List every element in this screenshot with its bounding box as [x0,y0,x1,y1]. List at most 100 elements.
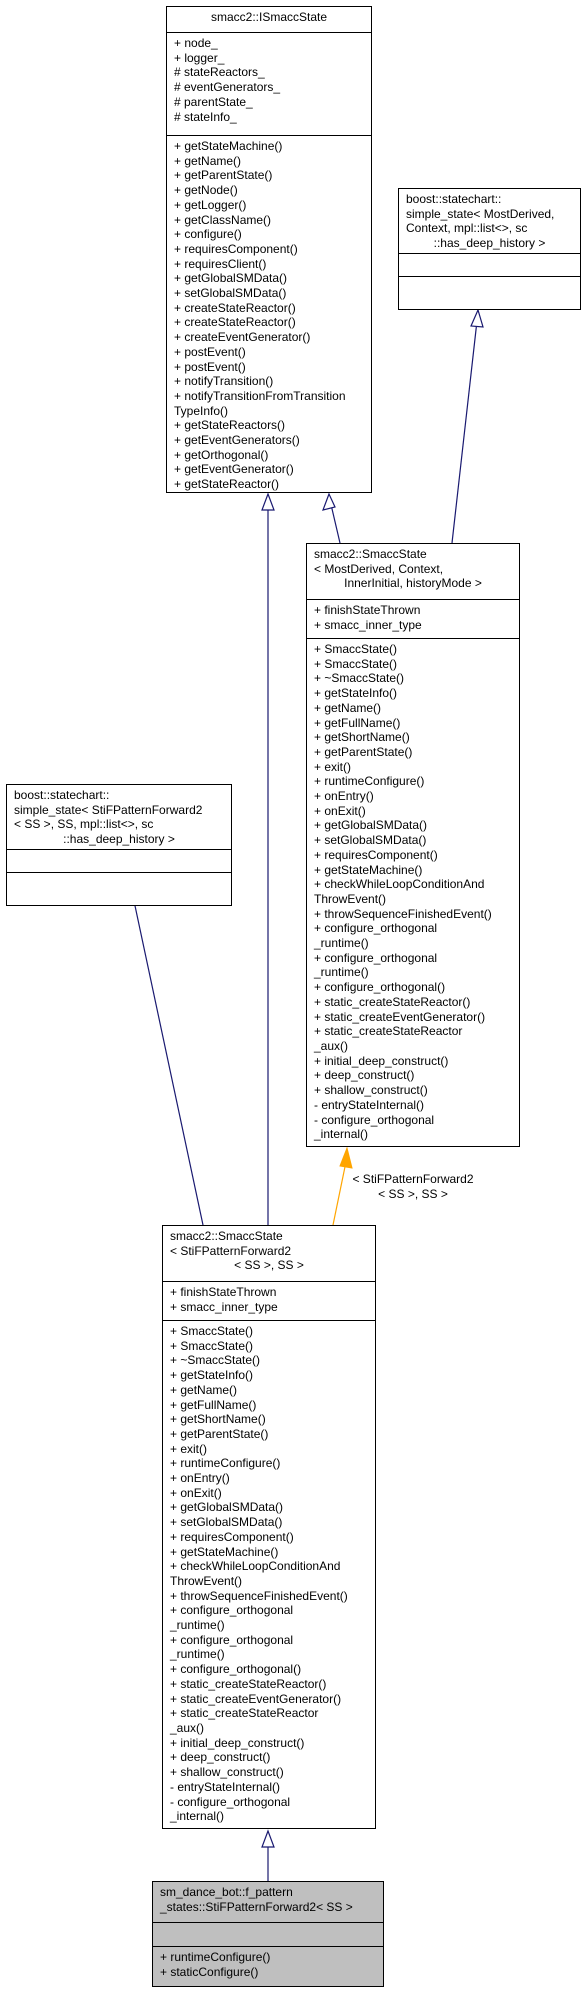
method-item: + postEvent() [174,359,246,374]
method-item: TypeInfo() [174,403,229,418]
method-item: + configure_orthogonal [170,1632,294,1647]
method-item: + getEventGenerator() [174,462,294,477]
template-instance-edge [332,1156,348,1226]
method-section [7,872,231,905]
method-item: + requiresComponent() [314,847,438,862]
inheritance-arrowhead [261,492,275,511]
method-item: + configure_orthogonal() [170,1662,302,1677]
method-item: + configure_orthogonal [314,921,438,936]
class-box-simple-state-generic[interactable]: boost::statechart:: simple_state< MostDe… [398,188,581,310]
method-item: + throwSequenceFinishedEvent() [170,1588,348,1603]
method-section: + SmaccState() + SmaccState() + ~SmaccSt… [307,638,519,1146]
class-title-line: boost::statechart:: [14,788,110,802]
method-item: + static_createStateReactor [314,1024,463,1039]
method-item: + SmaccState() [170,1324,254,1338]
method-item: + getStateMachine() [170,1544,279,1559]
method-item: + setGlobalSMData() [174,286,287,301]
method-item: + onExit() [170,1485,222,1500]
edge-simplestate-stif-to-smaccstate-stif [130,886,204,1226]
attribute-section [153,1922,383,1946]
method-item: + setGlobalSMData() [314,833,427,848]
attribute-section [7,849,231,872]
edge-simplestate-to-smaccstate-generic [451,311,479,544]
method-item: + getStateInfo() [170,1368,254,1383]
attribute-item: + finishStateThrown [170,1285,277,1299]
class-title-line: simple_state< StiFPatternForward2 [14,802,203,817]
class-title-line: sm_dance_bot::f_pattern [160,1885,293,1899]
method-item: + staticConfigure() [160,1964,259,1979]
method-section: + SmaccState() + SmaccState() + ~SmaccSt… [163,1320,375,1828]
method-item: + SmaccState() [170,1338,254,1353]
method-item: + getGlobalSMData() [170,1500,284,1515]
class-box-smaccstate-stif[interactable]: smacc2::SmaccState < StiFPatternForward2… [162,1225,376,1829]
attribute-item: + logger_ [174,50,225,65]
method-item: + getEventGenerators() [174,433,300,448]
attribute-item: + smacc_inner_type [170,1299,278,1314]
method-item: + getShortName() [314,730,410,745]
method-item: + getShortName() [170,1412,266,1427]
method-item: + exit() [314,759,352,774]
method-item: + getFullName() [314,715,401,730]
class-title-line: < StiFPatternForward2 [170,1243,292,1258]
method-item: _internal() [170,1809,225,1824]
method-item: + SmaccState() [314,642,398,656]
attribute-item: + node_ [174,36,218,50]
class-title: boost::statechart:: simple_state< MostDe… [399,189,580,253]
class-title-line: < SS >, SS > [234,1258,304,1273]
class-box-ismaccstate[interactable]: smacc2::ISmaccState + node_ + logger_ # … [166,6,372,493]
method-item: _runtime() [314,936,369,951]
method-item: + getParentState() [174,168,273,183]
method-item: + onEntry() [170,1471,230,1486]
class-title-line: simple_state< MostDerived, [406,206,555,221]
class-title-line: smacc2::SmaccState [170,1229,283,1243]
method-item: _internal() [314,1127,369,1142]
method-section: + getStateMachine() + getName() + getPar… [167,135,371,492]
method-item: + shallow_construct() [170,1765,284,1780]
method-item: + getParentState() [170,1426,269,1441]
method-item: - entryStateInternal() [170,1779,281,1794]
class-box-stif-pattern-forward2[interactable]: sm_dance_bot::f_pattern _states::StiFPat… [152,1881,384,1987]
class-box-simple-state-stif[interactable]: boost::statechart:: simple_state< StiFPa… [6,784,232,906]
method-item: + SmaccState() [314,656,398,671]
method-item: + getName() [170,1382,238,1397]
inheritance-arrowhead [322,492,336,511]
method-item: + deep_construct() [314,1068,415,1083]
method-item: + checkWhileLoopConditionAnd [314,877,485,892]
method-item: + getClassName() [174,212,272,227]
method-item: + getLogger() [174,197,247,212]
method-item: _runtime() [314,965,369,980]
method-item: _runtime() [170,1618,225,1633]
method-item: + requiresClient() [174,256,267,271]
method-item: + getStateReactors() [174,418,286,433]
class-title: smacc2::SmaccState < MostDerived, Contex… [307,544,519,599]
method-item: + onExit() [314,803,366,818]
class-title-line: < SS >, SS, mpl::list<>, sc [14,817,154,832]
method-section: + runtimeConfigure() + staticConfigure() [153,1946,383,1986]
method-item: + static_createEventGenerator() [170,1691,342,1706]
method-item: + createEventGenerator() [174,330,311,345]
method-item: + static_createEventGenerator() [314,1009,486,1024]
method-item: + exit() [170,1441,208,1456]
class-title-line: smacc2::ISmaccState [210,10,328,24]
method-item: + getGlobalSMData() [174,271,288,286]
class-box-smaccstate-generic[interactable]: smacc2::SmaccState < MostDerived, Contex… [306,543,520,1147]
method-item: + createStateReactor() [174,315,296,330]
method-item: + notifyTransition() [174,374,274,389]
method-item: + runtimeConfigure() [160,1950,271,1964]
method-item: + getStateInfo() [314,686,398,701]
method-section [399,276,580,309]
method-item: - configure_orthogonal [170,1794,291,1809]
class-title-line: ::has_deep_history > [433,236,546,251]
method-item: + static_createStateReactor() [314,994,471,1009]
method-item: + initial_deep_construct() [314,1053,449,1068]
method-item: + postEvent() [174,344,246,359]
method-item: + getStateMachine() [314,862,423,877]
method-item: + notifyTransitionFromTransition [174,388,346,403]
method-item: + getName() [314,700,382,715]
class-title-line: ::has_deep_history > [63,832,175,847]
method-item: ThrowEvent() [170,1573,243,1588]
method-item: + runtimeConfigure() [314,774,425,789]
class-title-line: smacc2::SmaccState [314,547,427,561]
method-item: _runtime() [170,1647,225,1662]
class-title: smacc2::SmaccState < StiFPatternForward2… [163,1226,375,1281]
